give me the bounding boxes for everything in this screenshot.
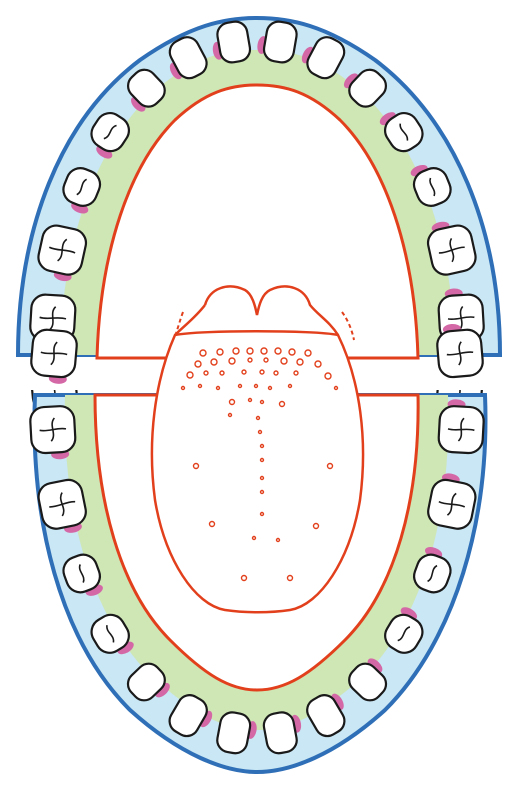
tongue xyxy=(152,286,363,612)
tongue-body xyxy=(152,331,363,612)
